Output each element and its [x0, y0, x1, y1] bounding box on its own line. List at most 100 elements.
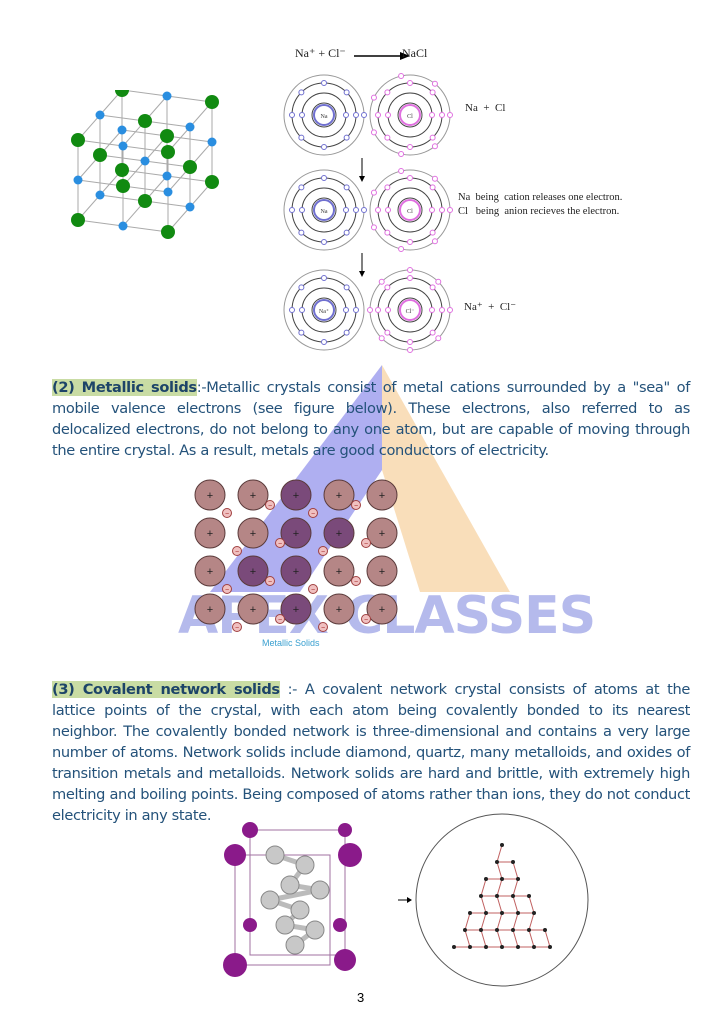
equation-right: NaCl: [402, 46, 428, 60]
network-atom: [500, 945, 504, 949]
network-bond: [480, 878, 487, 897]
metal-cation: [323, 555, 355, 587]
network-bond: [512, 912, 519, 931]
arrow-right-icon: [398, 897, 412, 903]
network-atom: [511, 860, 515, 864]
atom-label: Na: [321, 114, 328, 120]
nucleus: [313, 104, 335, 126]
electron-charge: −: [311, 511, 315, 518]
electron: [353, 207, 359, 213]
electron: [298, 184, 305, 191]
electron-charge: −: [354, 579, 358, 586]
electron: [370, 224, 377, 231]
electron: [275, 538, 285, 548]
electron: [384, 229, 391, 236]
metal-cation: [194, 517, 226, 549]
cation-charge: +: [336, 604, 342, 616]
electron: [435, 335, 442, 342]
electron: [384, 329, 391, 336]
metal-cation: [237, 517, 269, 549]
electron: [439, 112, 445, 118]
network-atom: [500, 911, 504, 915]
metal-cation: [323, 593, 355, 625]
electron: [298, 284, 305, 291]
network-atom: [527, 928, 531, 932]
separator: :-: [279, 681, 305, 698]
electron-shell: [283, 269, 365, 351]
electron: [429, 207, 435, 213]
electron: [370, 94, 377, 101]
cation-charge: +: [207, 528, 213, 540]
metal-cation: [280, 517, 312, 549]
corner-atom: [338, 843, 362, 867]
electron: [384, 284, 391, 291]
network-bond: [512, 895, 519, 914]
network-atom: [500, 877, 504, 881]
arrow-head: [359, 176, 365, 182]
network-bond: [496, 895, 503, 914]
separator: :-: [196, 379, 207, 396]
electron: [429, 229, 436, 236]
network-atom: [484, 945, 488, 949]
carbon-atom: [310, 880, 330, 900]
electron: [429, 134, 436, 141]
electron: [321, 144, 327, 150]
network-atom: [479, 894, 483, 898]
electron: [407, 267, 413, 273]
electron: [265, 500, 275, 510]
electron: [375, 112, 381, 118]
electron-charge: −: [225, 511, 229, 518]
sodium-ion: [95, 190, 105, 200]
cation-charge: +: [250, 604, 256, 616]
arrow-head: [359, 271, 365, 277]
step1-label: Na + Cl: [465, 102, 506, 114]
arrow-right-icon: [354, 52, 410, 60]
electron: [378, 278, 385, 285]
network-atom: [495, 928, 499, 932]
lattice-bond: [77, 219, 124, 227]
sodium-ion: [118, 221, 128, 231]
electron: [308, 508, 318, 518]
network-bond: [528, 895, 535, 914]
sodium-ion: [95, 110, 105, 120]
electron: [308, 584, 318, 594]
carbon-atom: [285, 935, 305, 955]
electron: [435, 278, 442, 285]
electron: [298, 89, 305, 96]
network-atom: [484, 877, 488, 881]
step3-label: Na⁺ + Cl⁻: [464, 301, 517, 313]
electron: [375, 207, 381, 213]
cation-charge: +: [207, 566, 213, 578]
lattice-bond: [122, 225, 169, 233]
electron-charge: −: [321, 549, 325, 556]
network-bond: [480, 929, 487, 948]
electron: [321, 275, 327, 281]
cation-charge: +: [336, 566, 342, 578]
corner-atom: [243, 918, 257, 932]
electron: [289, 307, 295, 313]
chloride-ion: [71, 133, 85, 147]
network-atom: [516, 945, 520, 949]
nucleus: [399, 299, 421, 321]
electron: [351, 576, 361, 586]
electron: [407, 347, 413, 353]
electron: [343, 284, 350, 291]
electron: [361, 538, 371, 548]
electron: [407, 144, 413, 150]
electron: [222, 508, 232, 518]
electron: [321, 339, 327, 345]
sodium-ion: [163, 187, 173, 197]
electron: [232, 622, 242, 632]
electron: [361, 614, 371, 624]
cation-charge: +: [379, 490, 385, 502]
electron: [378, 335, 385, 342]
electron-shell: [397, 102, 423, 128]
electron: [232, 546, 242, 556]
sodium-ion: [185, 122, 195, 132]
metal-cation: [237, 479, 269, 511]
metal-cation: [323, 517, 355, 549]
cell-edge: [234, 854, 331, 966]
cation-charge: +: [207, 604, 213, 616]
cation-charge: +: [207, 490, 213, 502]
cation-charge: +: [336, 490, 342, 502]
